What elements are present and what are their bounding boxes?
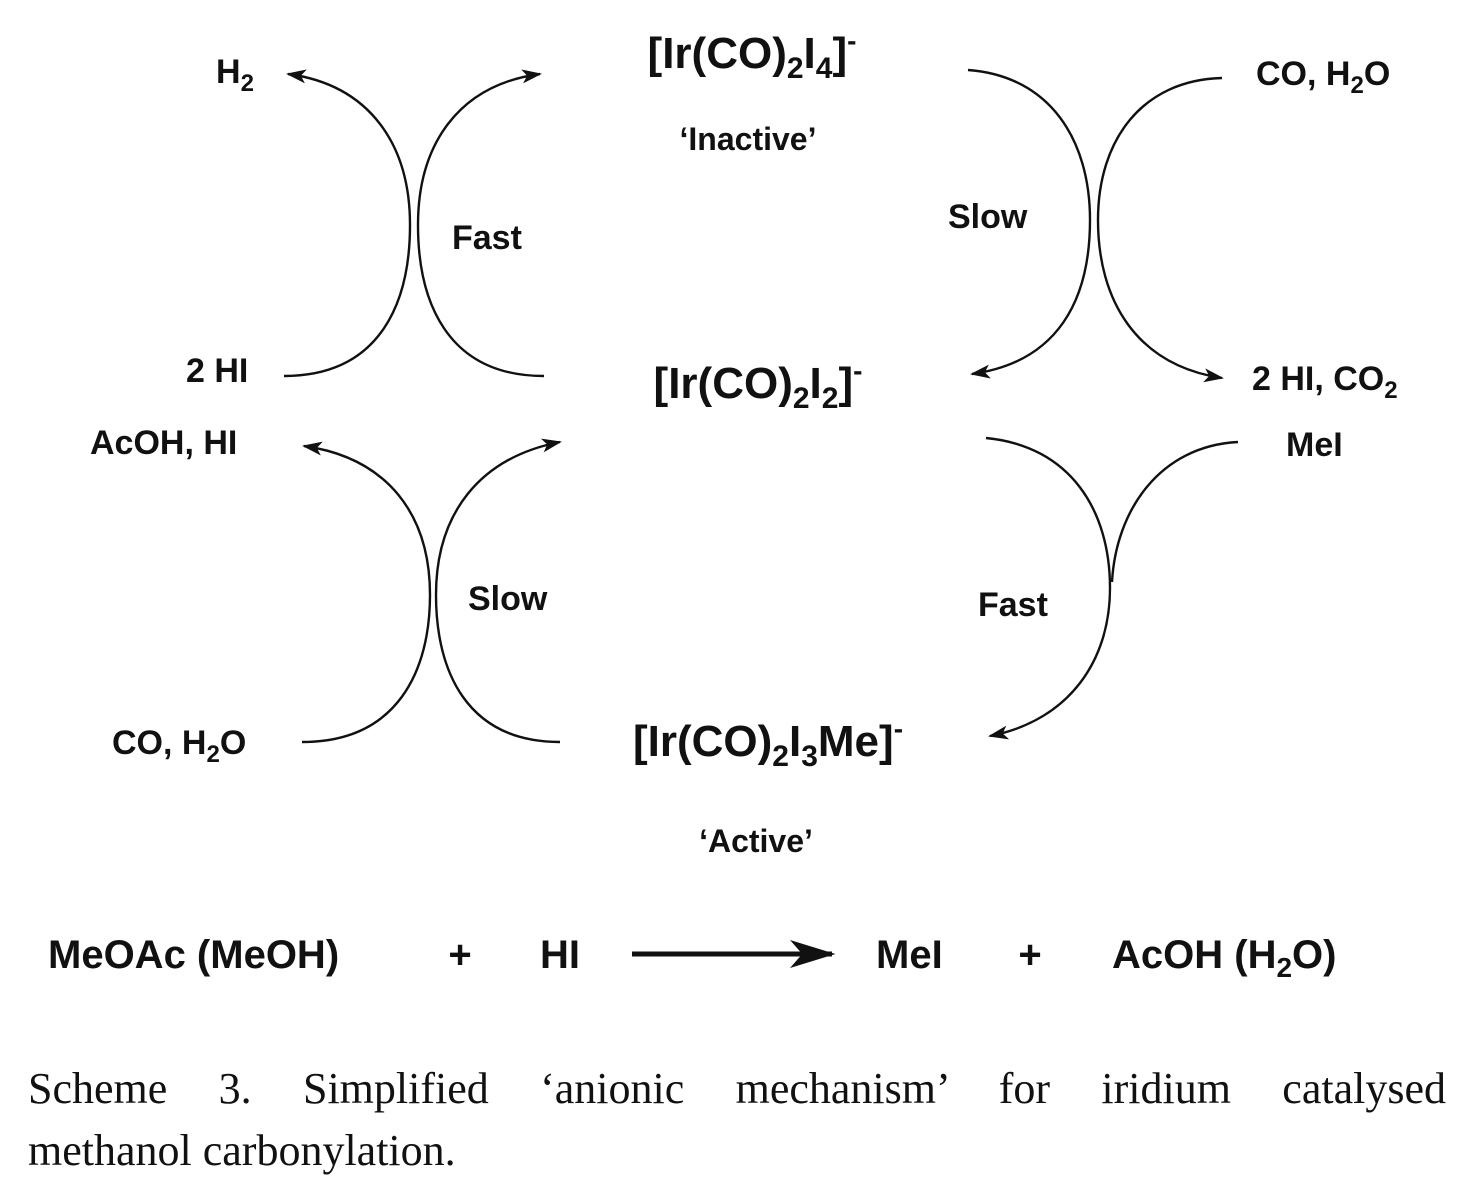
arc-inactive-to-center xyxy=(967,68,1092,379)
overall-reactant1: MeOAc (MeOH) xyxy=(48,933,339,977)
arc-active-to-center xyxy=(434,438,562,744)
co-h2o-right-label: CO, H2O xyxy=(1256,55,1390,99)
arc-center-to-inactive xyxy=(416,69,545,378)
active-complex-formula: [Ir(CO)2I3Me]- xyxy=(633,713,903,773)
arc-center-to-active xyxy=(985,436,1112,740)
arc-coh2o-to-acohhi xyxy=(301,441,432,744)
rate-upper-left: Fast xyxy=(452,219,522,257)
two-hi-left-label: 2 HI xyxy=(186,352,248,390)
arc-2hi-to-h2 xyxy=(283,69,412,378)
rate-lower-right: Fast xyxy=(978,586,1048,624)
overall-product1: MeI xyxy=(876,933,943,977)
overall-product2: AcOH (H2O) xyxy=(1112,933,1336,983)
caption-line-1: Scheme 3. Simplified ‘anionic mechanism’… xyxy=(28,1064,1446,1113)
acoh-hi-label: AcOH, HI xyxy=(90,424,237,462)
scheme-caption: Scheme 3. Simplified ‘anionic mechanism’… xyxy=(28,1058,1446,1182)
arc-coh2o-to-2hico2 xyxy=(1096,76,1224,383)
two-hi-co2-label: 2 HI, CO2 xyxy=(1252,360,1398,404)
inactive-label: ‘Inactive’ xyxy=(680,121,817,157)
co-h2o-left-label: CO, H2O xyxy=(112,724,246,768)
active-label: ‘Active’ xyxy=(699,823,813,859)
inactive-complex-formula: [Ir(CO)2I4]- xyxy=(648,25,857,85)
overall-reactant2: HI xyxy=(540,933,580,977)
rate-upper-right: Slow xyxy=(948,198,1028,236)
caption-line-2: methanol carbonylation. xyxy=(28,1126,456,1175)
arc-mei-join xyxy=(1110,440,1239,583)
mei-label: MeI xyxy=(1286,426,1343,464)
h2-label: H2 xyxy=(216,53,254,97)
overall-plus2: + xyxy=(1018,933,1041,977)
center-complex-formula: [Ir(CO)2I2]- xyxy=(654,355,863,415)
rate-lower-left: Slow xyxy=(468,580,548,618)
overall-plus1: + xyxy=(448,933,471,977)
